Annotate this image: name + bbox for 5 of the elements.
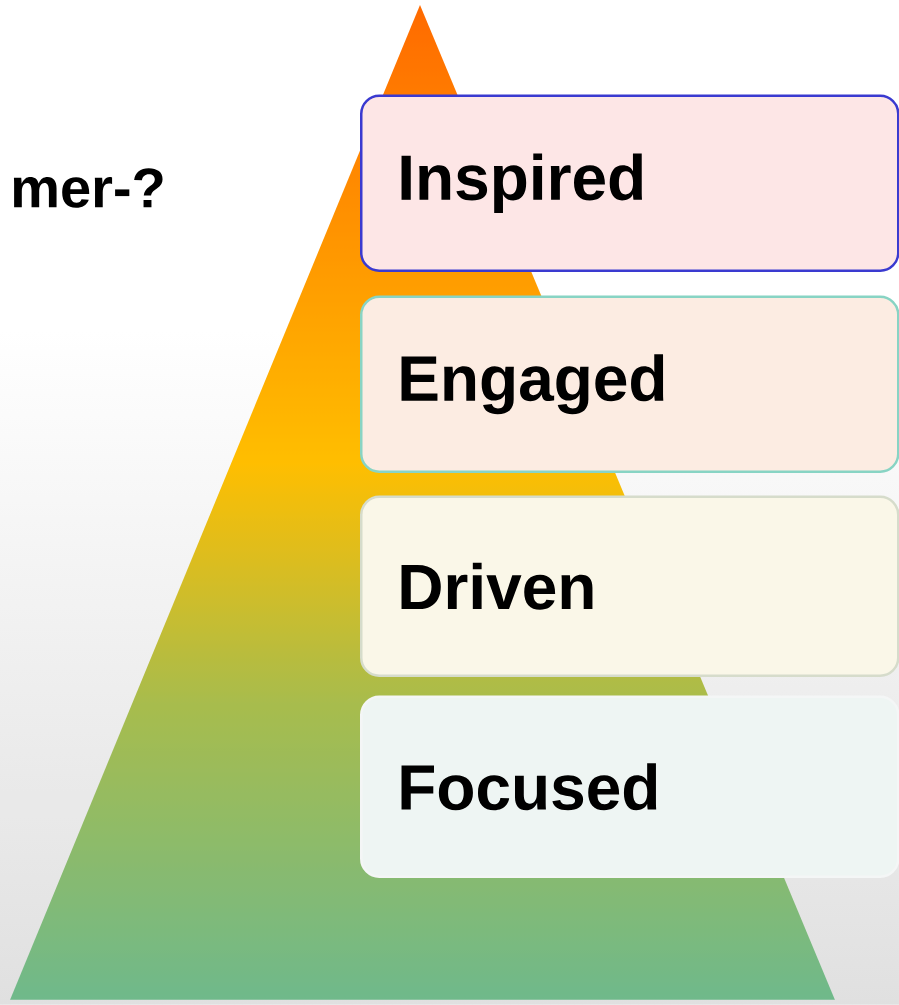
question-text: mer-? (13, 168, 163, 208)
level-box: Focused (360, 695, 899, 878)
level-box: Driven (360, 495, 899, 677)
level-box: Engaged (360, 295, 899, 473)
level-box: Inspired (360, 94, 899, 272)
